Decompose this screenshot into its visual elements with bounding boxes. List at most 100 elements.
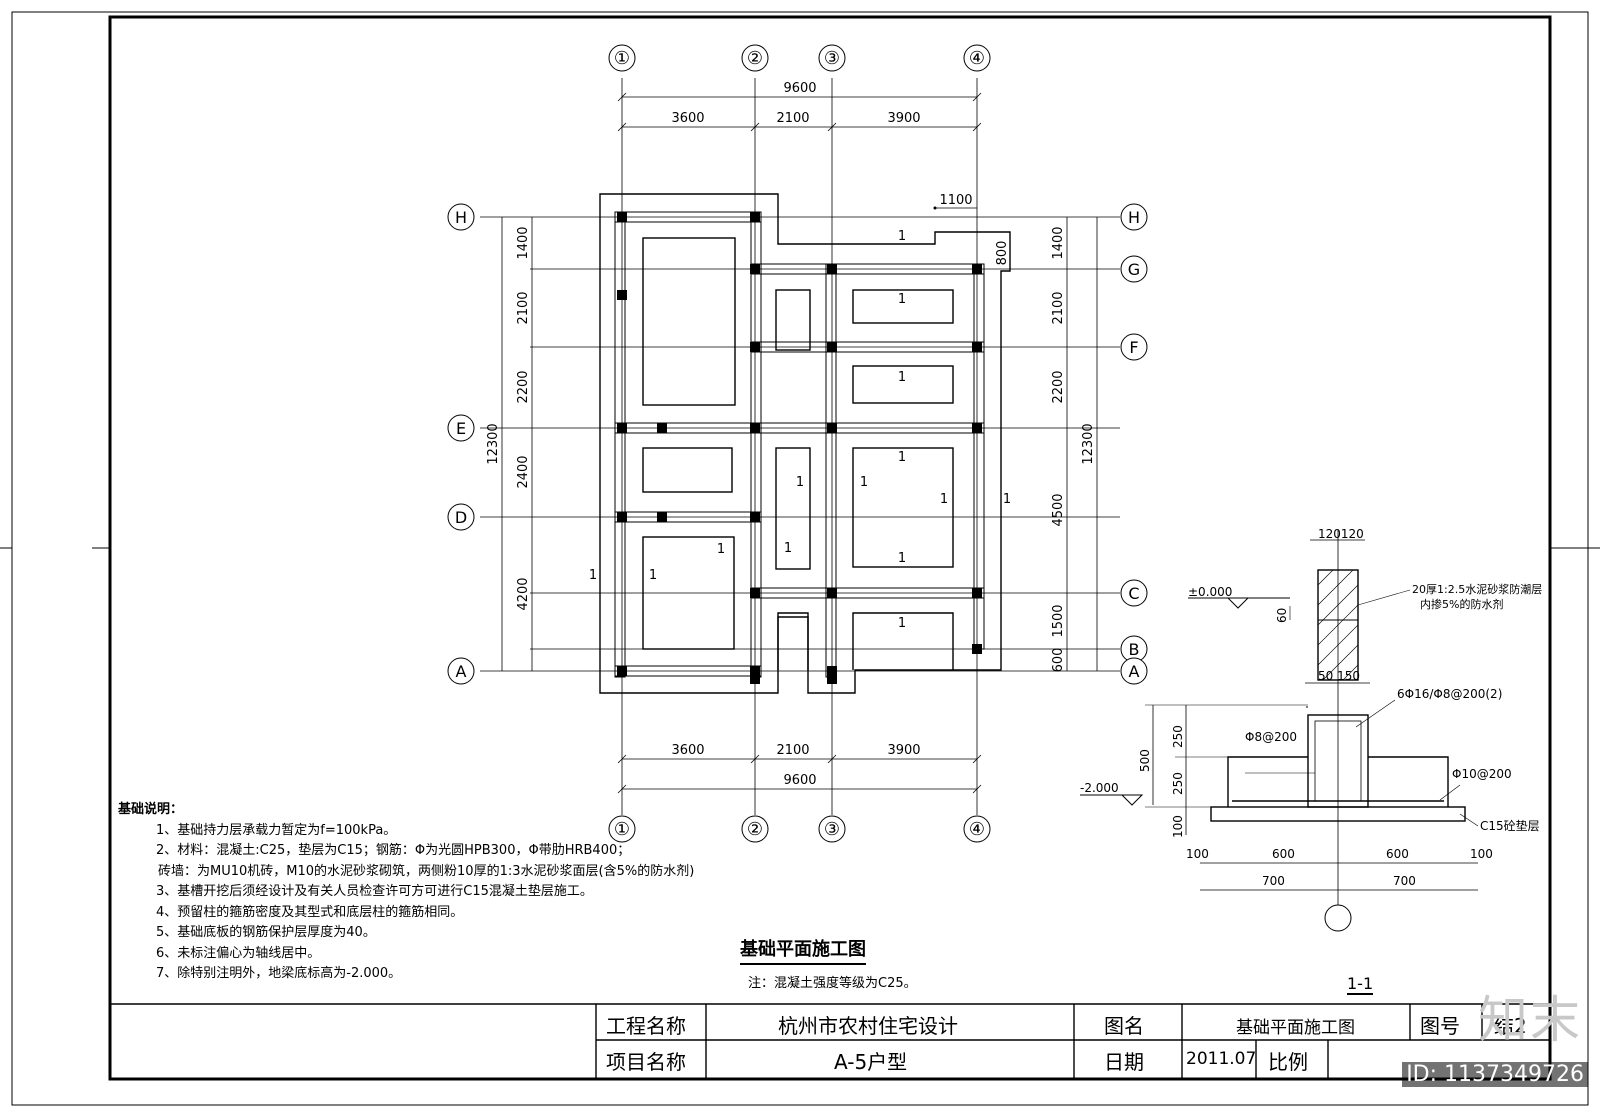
dimension-bottom: 600 xyxy=(1386,847,1409,861)
section-title: 1-1 xyxy=(1347,974,1374,995)
section-mark: 1 xyxy=(717,542,725,557)
axis-label: ④ xyxy=(969,819,985,840)
section-mark: 1 xyxy=(860,475,868,490)
note-line: 砖墙：为MU10机砖，M10的水泥砂浆砌筑，两侧粉10厚的1:3水泥砂浆面层(含… xyxy=(158,863,695,879)
axis-label: E xyxy=(456,419,466,438)
dimension-800: 800 xyxy=(995,241,1010,266)
dimension-total-top: 9600 xyxy=(783,81,816,96)
dimension-bottom: 100 xyxy=(1186,847,1209,861)
dimension-right: 1500 xyxy=(1051,604,1066,637)
dimension-100: 100 xyxy=(1171,815,1185,838)
dimension-right: 2100 xyxy=(1051,291,1066,324)
dimension-left: 2200 xyxy=(516,370,531,403)
section-mark: 1 xyxy=(898,616,906,631)
label-bottom-rebar: Φ10@200 xyxy=(1452,767,1512,781)
axis-label: ② xyxy=(747,48,763,69)
axis-label: C xyxy=(1128,584,1139,603)
section-mark: 1 xyxy=(589,568,597,583)
label-cushion: C15砼垫层 xyxy=(1480,818,1540,833)
note-line: 2、材料：混凝土:C25，垫层为C15；钢筋：Φ为光圆HPB300，Φ带肋HRB… xyxy=(156,843,631,858)
project-name-label: 工程名称 xyxy=(606,1014,686,1038)
axis-label: G xyxy=(1128,260,1140,279)
dimension-bottom: 600 xyxy=(1272,847,1295,861)
project-name-value: 杭州市农村住宅设计 xyxy=(778,1014,958,1038)
label-dpc-2: 内掺5%的防水剂 xyxy=(1420,597,1503,611)
dimension-bottom-2: 700 xyxy=(1393,874,1416,888)
section-mark: 1 xyxy=(1003,492,1011,507)
label-stirrup: Φ8@200 xyxy=(1245,730,1297,744)
label-dpc: 20厚1:2.5水泥砂浆防潮层 xyxy=(1412,582,1542,596)
dimension-bottom: 2100 xyxy=(776,743,809,758)
drawing-number-value: 结2 xyxy=(1494,1014,1527,1038)
elevation-minus-two: -2.000 xyxy=(1080,781,1119,795)
item-name-label: 项目名称 xyxy=(606,1050,686,1074)
axis-label: H xyxy=(455,208,467,227)
dimension-1100: 1100 xyxy=(939,193,972,208)
section-mark: 1 xyxy=(898,450,906,465)
axis-label: B xyxy=(1129,640,1140,659)
section-mark: 1 xyxy=(649,568,657,583)
item-name-value: A-5户型 xyxy=(834,1050,908,1074)
dimension-bottom: 3900 xyxy=(887,743,920,758)
note-line: 3、基槽开挖后须经设计及有关人员检查许可方可进行C15混凝土垫层施工。 xyxy=(156,884,593,899)
dimension-right: 600 xyxy=(1051,648,1066,673)
note-line: 5、基础底板的钢筋保护层厚度为40。 xyxy=(156,925,376,940)
foundation-notes: 基础说明： 1、基础持力层承载力暂定为f=100kPa。 2、材料：混凝土:C2… xyxy=(118,800,695,985)
note-line: 6、未标注偏心为轴线居中。 xyxy=(156,945,321,961)
date-label: 日期 xyxy=(1104,1050,1144,1074)
dimension-left: 1400 xyxy=(516,226,531,259)
axis-label: ④ xyxy=(969,48,985,69)
axis-label: ② xyxy=(747,819,763,840)
axis-label: ③ xyxy=(824,48,840,69)
dimension-top: 3600 xyxy=(671,111,704,126)
drawing-name-label: 图名 xyxy=(1104,1014,1144,1038)
section-mark: 1 xyxy=(898,292,906,307)
watermark-logo: 知末 xyxy=(1478,991,1582,1049)
dimension-250: 250 xyxy=(1171,772,1185,795)
dimension-50-150: 50 150 xyxy=(1318,669,1360,683)
dimension-500: 500 xyxy=(1138,749,1152,772)
section-mark: 1 xyxy=(784,541,792,556)
dimension-250: 250 xyxy=(1171,725,1185,748)
notes-title: 基础说明： xyxy=(118,802,184,817)
dimension-top: 3900 xyxy=(887,111,920,126)
axis-label: ① xyxy=(614,48,630,69)
dimension-total-bottom: 9600 xyxy=(783,773,816,788)
elevation-zero: ±0.000 xyxy=(1188,585,1232,599)
dimension-top: 2100 xyxy=(776,111,809,126)
section-top-dims: 120120 xyxy=(1318,527,1364,541)
dimension-60: 60 xyxy=(1275,608,1289,623)
section-mark: 1 xyxy=(796,475,804,490)
dimension-bottom-2: 700 xyxy=(1262,874,1285,888)
dimension-bottom: 3600 xyxy=(671,743,704,758)
dimension-left: 4200 xyxy=(516,577,531,610)
dimension-bottom: 100 xyxy=(1470,847,1493,861)
axis-label: ③ xyxy=(824,819,840,840)
note-line: 4、预留柱的箍筋密度及其型式和底层柱的箍筋相同。 xyxy=(156,904,464,920)
drawing-number-label: 图号 xyxy=(1420,1014,1460,1038)
section-mark: 1 xyxy=(898,370,906,385)
note-line: 7、除特别注明外，地梁底标高为-2.000。 xyxy=(156,966,402,981)
axis-label: A xyxy=(456,662,467,681)
section-mark: 1 xyxy=(898,229,906,244)
plan-title: 基础平面施工图 xyxy=(740,935,866,965)
section-mark: 1 xyxy=(898,551,906,566)
dimension-right: 1400 xyxy=(1051,226,1066,259)
dimension-right: 4500 xyxy=(1051,493,1066,526)
axis-label: ① xyxy=(614,819,630,840)
dimension-left: 2100 xyxy=(516,291,531,324)
axis-label: D xyxy=(455,508,467,527)
section-mark: 1 xyxy=(940,492,948,507)
plan-note: 注：混凝土强度等级为C25。 xyxy=(748,976,917,991)
section-1-1 xyxy=(1080,530,1479,932)
date-value: 2011.07 xyxy=(1186,1049,1257,1069)
foundation-plan xyxy=(447,44,1148,843)
watermark-id: ID: 1137349726 xyxy=(1402,1062,1588,1087)
scale-label: 比例 xyxy=(1268,1050,1308,1074)
dimension-left: 2400 xyxy=(516,455,531,488)
axis-label: F xyxy=(1129,338,1138,357)
note-line: 1、基础持力层承载力暂定为f=100kPa。 xyxy=(156,822,397,838)
drawing-name-value: 基础平面施工图 xyxy=(1236,1018,1355,1038)
title-block xyxy=(110,1003,1550,1079)
